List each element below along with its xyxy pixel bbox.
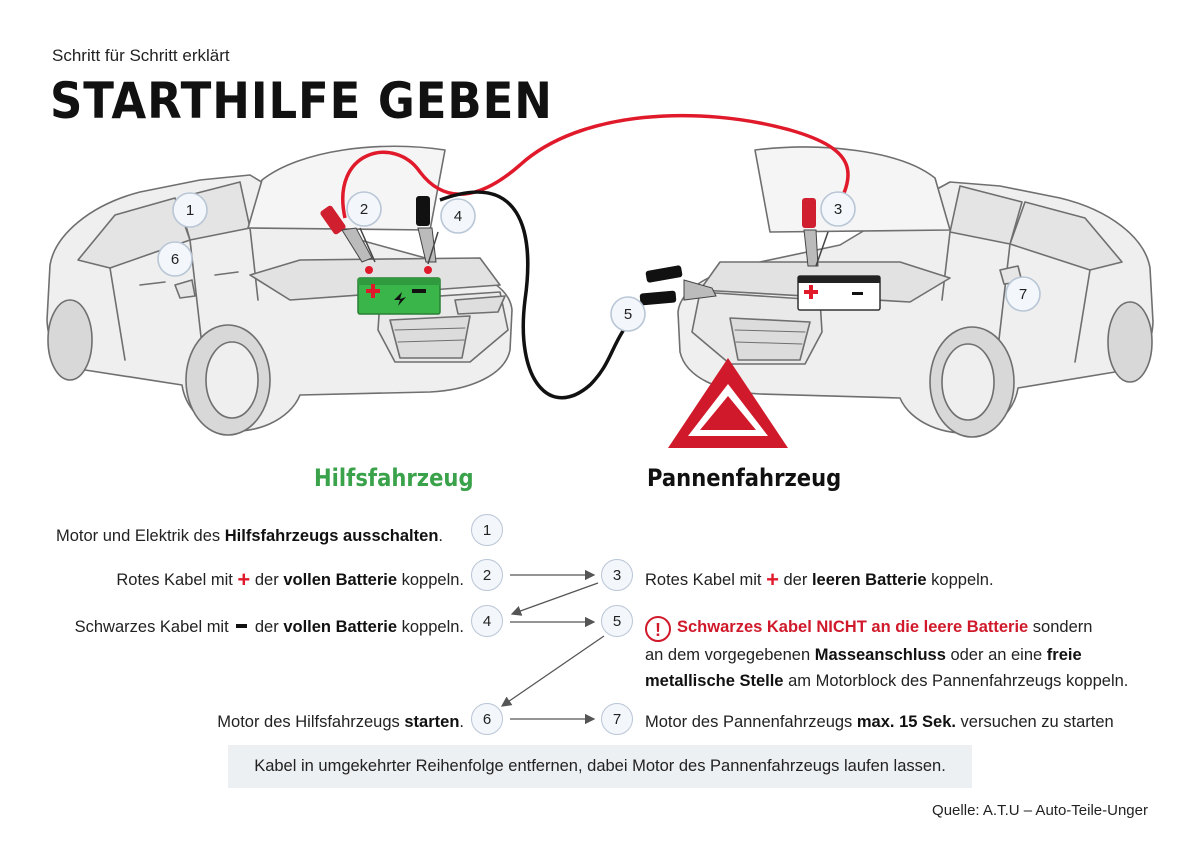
subtitle: Schritt für Schritt erklärt — [52, 46, 230, 65]
step-2-text: Rotes Kabel mit + der vollen Batterie ko… — [116, 567, 464, 592]
step-3-text: Rotes Kabel mit + der leeren Batterie ko… — [645, 567, 994, 592]
step-6-text: Motor des Hilfsfahrzeugs starten. — [217, 713, 464, 731]
footer-note-box — [228, 745, 972, 788]
step-arrows — [500, 569, 605, 725]
step-7-number: 7 — [601, 703, 633, 735]
help-vehicle — [46, 145, 513, 436]
red-cable — [341, 113, 850, 219]
step-1-text: Motor und Elektrik des Hilfsfahrzeugs au… — [56, 527, 443, 545]
step-6-number: 6 — [471, 703, 503, 735]
help-vehicle-label: Hilfsfahrzeug — [314, 464, 474, 492]
plus-icon: + — [237, 567, 251, 592]
marker-7: 7 — [1005, 276, 1041, 312]
marker-3: 3 — [820, 191, 856, 227]
help-vehicle-hood — [247, 145, 446, 231]
svg-text:3: 3 — [834, 201, 842, 218]
jump-start-illustration: 1 2 3 4 5 6 7 — [46, 113, 1154, 448]
minus-icon — [236, 624, 248, 628]
arrow-3-to-4 — [510, 582, 599, 616]
black-clamp-right — [639, 265, 717, 306]
svg-text:7: 7 — [1019, 286, 1027, 303]
marker-2: 2 — [346, 191, 382, 227]
step-3-number: 3 — [601, 559, 633, 591]
svg-text:6: 6 — [171, 251, 179, 268]
red-clamp-right — [802, 198, 829, 267]
broken-vehicle-label: Pannenfahrzeug — [647, 464, 842, 492]
page-title: STARTHILFE GEBEN — [50, 72, 553, 130]
marker-5: 5 — [610, 296, 646, 332]
step-4-text: Schwarzes Kabel mit der vollen Batterie … — [74, 618, 464, 636]
marker-1: 1 — [172, 192, 208, 228]
step-5-text: !Schwarzes Kabel NICHT an die leere Batt… — [645, 616, 1129, 690]
step-5-number: 5 — [601, 605, 633, 637]
step-4-number: 4 — [471, 605, 503, 637]
marker-6: 6 — [157, 241, 193, 277]
full-battery — [357, 277, 441, 315]
svg-text:5: 5 — [624, 306, 632, 323]
footer-note: Kabel in umgekehrter Reihenfolge entfern… — [254, 757, 946, 775]
exclamation-icon: ! — [645, 616, 671, 642]
step-1-number: 1 — [471, 514, 503, 546]
svg-text:1: 1 — [186, 202, 194, 219]
svg-text:2: 2 — [360, 201, 368, 218]
plus-icon: + — [766, 567, 779, 592]
broken-vehicle — [677, 146, 1154, 438]
empty-battery — [797, 275, 881, 311]
warning-triangle-icon — [668, 358, 788, 448]
step-7-text: Motor des Pannenfahrzeugs max. 15 Sek. v… — [645, 713, 1114, 731]
source-credit: Quelle: A.T.U – Auto-Teile-Unger — [932, 802, 1148, 819]
svg-text:4: 4 — [454, 208, 462, 225]
arrow-5-to-6 — [500, 635, 605, 707]
red-clamp-left — [320, 205, 376, 274]
step-2-number: 2 — [471, 559, 503, 591]
marker-4: 4 — [440, 198, 476, 234]
black-cable — [439, 190, 642, 400]
black-clamp-left — [416, 196, 439, 274]
